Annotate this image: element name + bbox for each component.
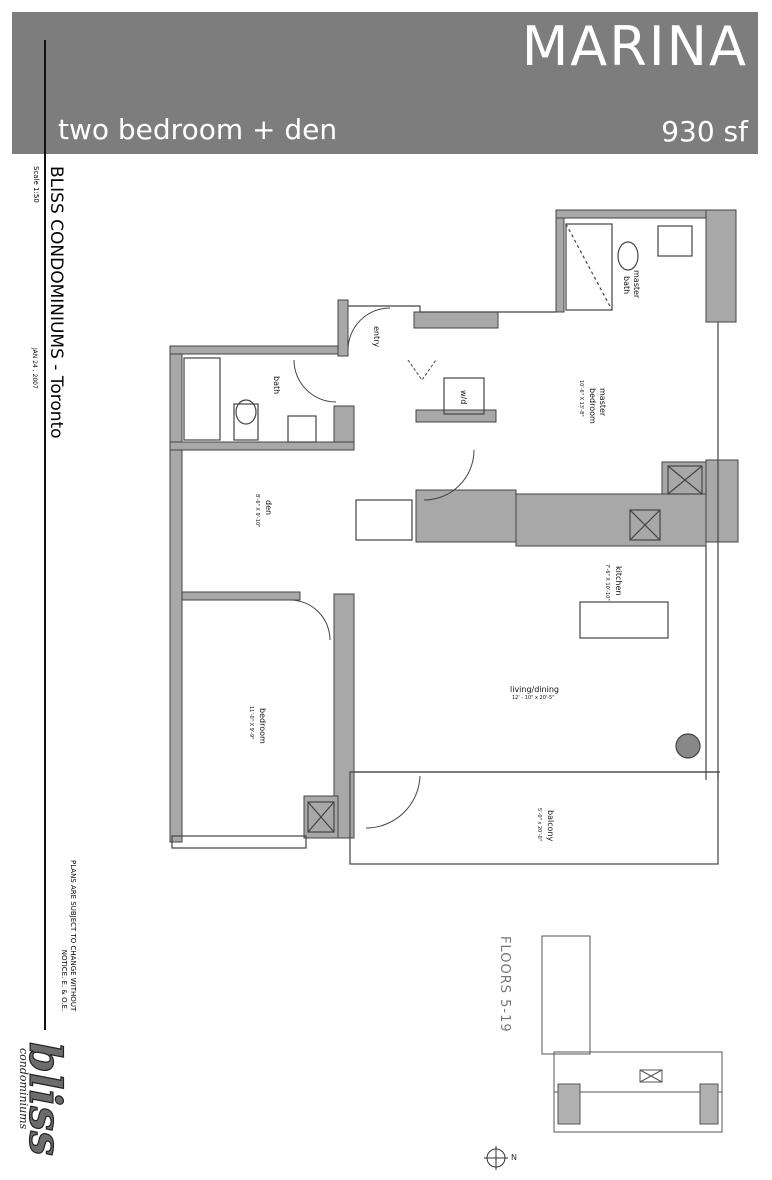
key-plan (541, 935, 723, 1133)
logo-wordmark: bliss (19, 1042, 70, 1156)
logo-subtext: condominiums (17, 1048, 30, 1130)
room-kitchen: kitchen (614, 566, 623, 595)
plan-doors (289, 307, 475, 829)
north-label: N (511, 1153, 517, 1162)
room-master-bath-1: master (632, 270, 641, 299)
den-dim: 8'-6" X 9'-10" (254, 494, 260, 527)
balcony-dim: 5'-0" x 20'-0" (536, 808, 542, 841)
plan-outlines (171, 223, 720, 865)
room-master-bath-2: bath (622, 276, 631, 294)
plan-date: JAN 24 , 2007 (31, 348, 38, 389)
bliss-logo: bliss condominiums (14, 1040, 74, 1166)
floor-plan: entry bath w/d master bath master bedroo… (169, 209, 739, 865)
room-labels: entry bath w/d master bath master bedroo… (248, 270, 641, 842)
living-dining-dim: 12' - 10" x 20'-5" (512, 695, 555, 701)
room-entry: entry (372, 326, 381, 347)
suite-area: 930 sf (661, 115, 748, 148)
room-master-bedroom-1: master (598, 388, 607, 417)
kitchen-dim: 7'-6" X 10'-10" (604, 564, 610, 601)
room-bedroom: bedroom (258, 708, 267, 744)
room-master-bedroom-2: bedroom (588, 388, 597, 424)
suite-title: MARINA (521, 15, 748, 78)
header-banner: MARINA two bedroom + den 930 sf (12, 12, 758, 154)
disclaimer-line-1: PLANS ARE SUBJECT TO CHANGE WITHOUT (69, 860, 77, 1012)
master-bedroom-dim: 10'-6" X 13'-8" (578, 380, 584, 417)
bedroom-dim: 11'-0" X 9'-9" (248, 706, 254, 739)
floors-label: FLOORS 5-19 (497, 936, 512, 1033)
sidebar-divider-line (44, 40, 46, 1030)
room-bath: bath (272, 376, 281, 394)
project-name: BLISS CONDOMINIUMS - Toronto (46, 166, 66, 439)
disclaimer: PLANS ARE SUBJECT TO CHANGE WITHOUT NOTI… (59, 860, 77, 1011)
room-den: den (264, 500, 273, 515)
room-wd: w/d (459, 390, 468, 404)
room-balcony: balcony (546, 810, 555, 842)
disclaimer-line-2: NOTICE. E. & O.E. (60, 949, 68, 1012)
north-arrow-icon: N (484, 1146, 517, 1170)
plan-walls (169, 209, 739, 843)
scale-label: Scale 1:50 (32, 166, 40, 203)
room-living-dining: living/dining (510, 685, 559, 694)
suite-type: two bedroom + den (58, 113, 338, 146)
